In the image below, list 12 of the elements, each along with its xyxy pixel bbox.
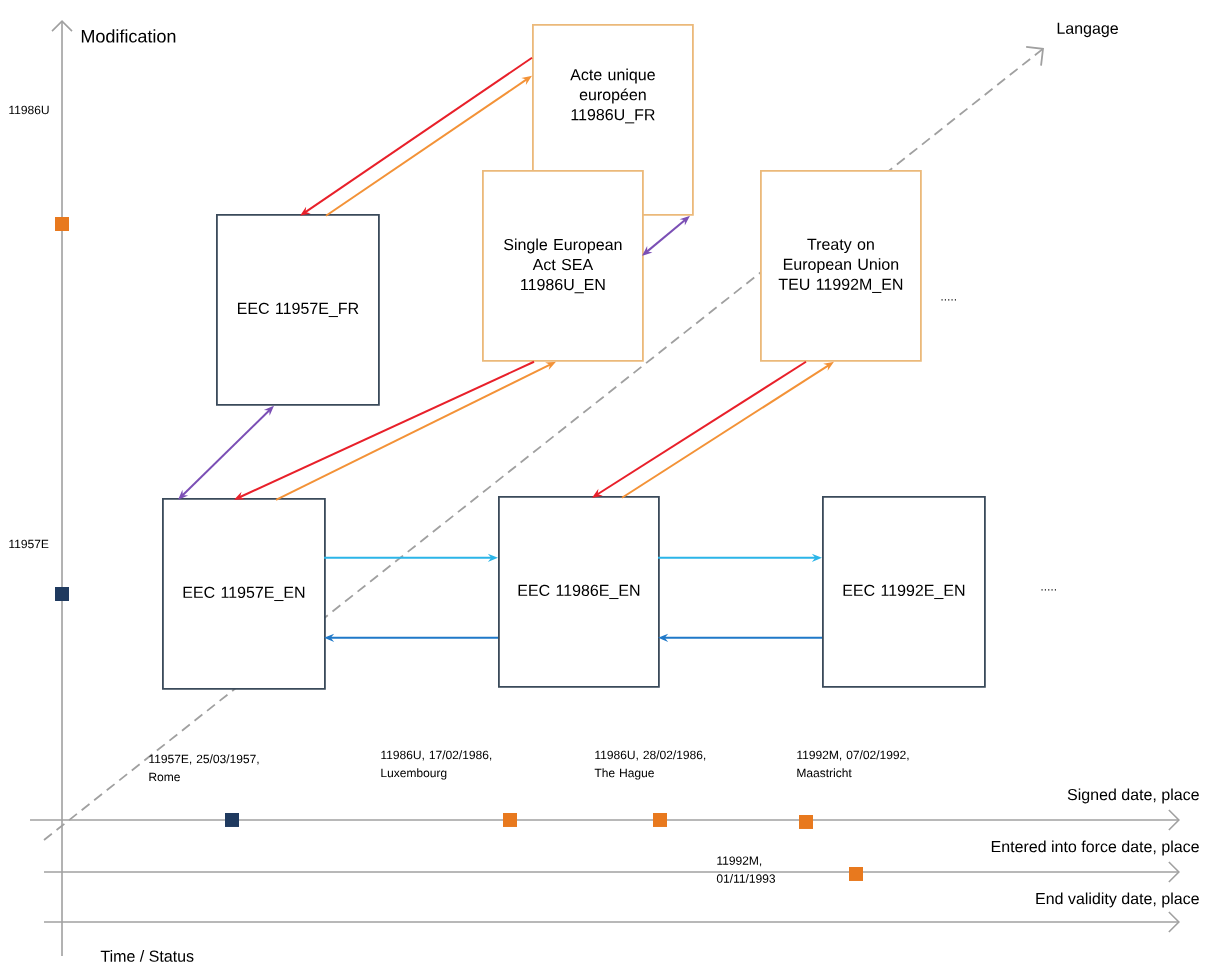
axis-title: End validity date, place (1036, 892, 1199, 908)
axis-title: Entered into force date, place (991, 840, 1199, 856)
document-box: EEC 11957E_EN (162, 497, 326, 690)
document-box: EEC 11957E_FR (216, 214, 380, 406)
axis-title: Time / Status (100, 950, 194, 962)
document-box: EEC 11986E_EN (498, 495, 660, 688)
document-box: Single European Act SEA 11986U_EN (482, 170, 644, 362)
axis-title: Signed date, place (1067, 788, 1199, 804)
axis-title: Langage (1057, 22, 1118, 38)
document-box: EEC 11992E_EN (822, 495, 986, 688)
document-box: Treaty on European Union TEU 11992M_EN (760, 170, 922, 362)
axis-title: Modification (81, 29, 176, 43)
